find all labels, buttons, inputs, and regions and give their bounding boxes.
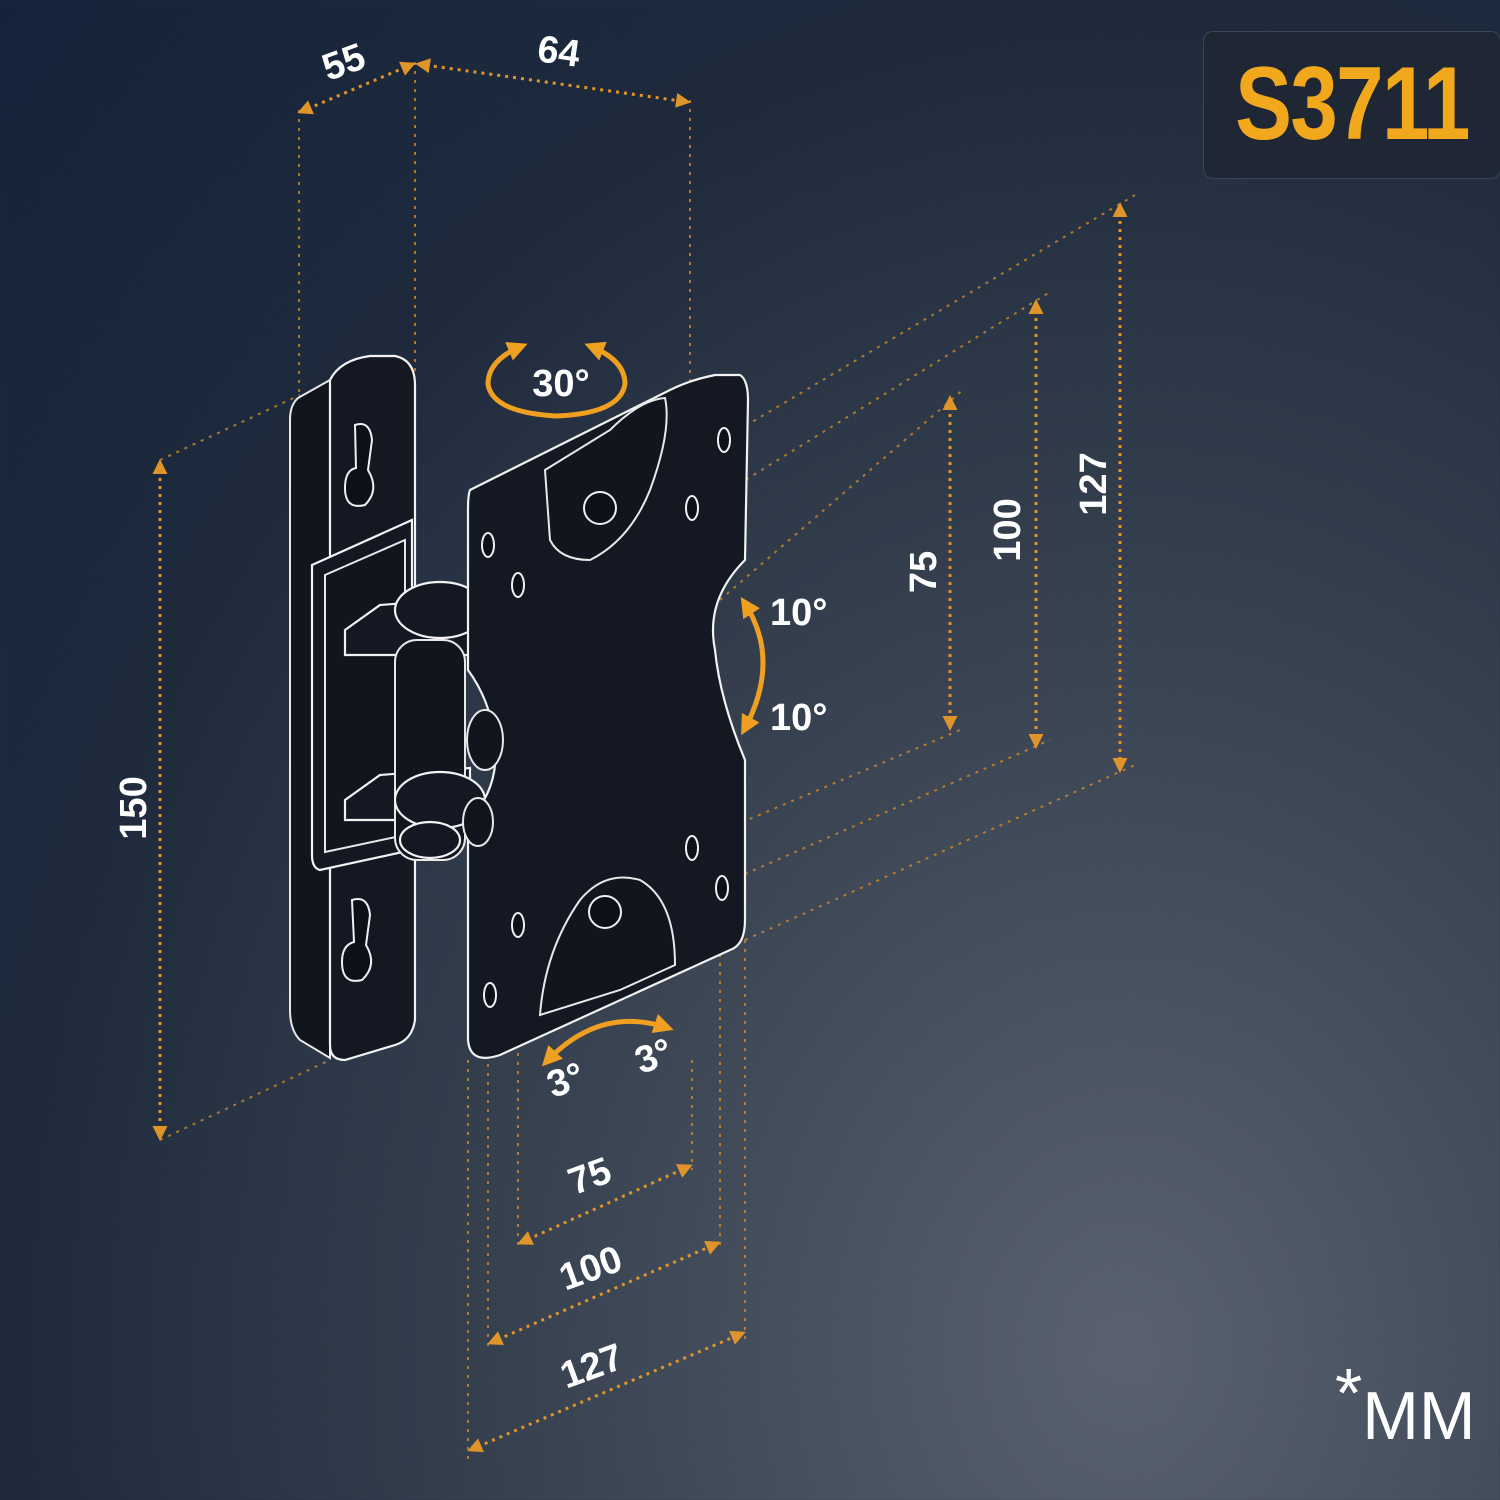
unit-label: MM — [1362, 1378, 1476, 1454]
model-number: S3711 — [1235, 46, 1470, 162]
label-depth-wall: 55 — [317, 36, 371, 90]
swivel-arm — [343, 580, 487, 861]
unit-marker: * — [1335, 1354, 1363, 1432]
keyhole-bottom — [340, 898, 373, 982]
model-badge: S3711 — [1203, 31, 1500, 179]
label-depth-arm: 64 — [535, 28, 583, 75]
vesa-plate — [462, 373, 750, 1059]
dim-depth-arm — [415, 58, 691, 108]
label-vesa-h-mid: 100 — [554, 1238, 628, 1299]
label-tilt-up: 10° — [770, 592, 827, 634]
label-rotate-right: 3° — [630, 1031, 679, 1083]
label-vesa-h-small: 75 — [563, 1150, 617, 1204]
tilt-indicator — [740, 596, 766, 736]
label-vesa-v-large: 127 — [1073, 452, 1115, 515]
dim-vesa-h-mid — [487, 1240, 721, 1346]
label-vesa-v-mid: 100 — [987, 498, 1029, 561]
label-vesa-v-small: 75 — [903, 551, 945, 593]
keyhole-top — [343, 423, 375, 507]
rotation-indicator — [541, 1014, 674, 1067]
dimension-lines — [152, 58, 1128, 1453]
swivel-indicator — [485, 341, 628, 419]
unit-note: *MM — [1335, 1354, 1476, 1456]
label-swivel: 30° — [532, 363, 589, 405]
label-height-plate: 150 — [113, 776, 155, 839]
label-tilt-down: 10° — [770, 697, 827, 739]
dim-vesa-h-large — [467, 1330, 746, 1453]
